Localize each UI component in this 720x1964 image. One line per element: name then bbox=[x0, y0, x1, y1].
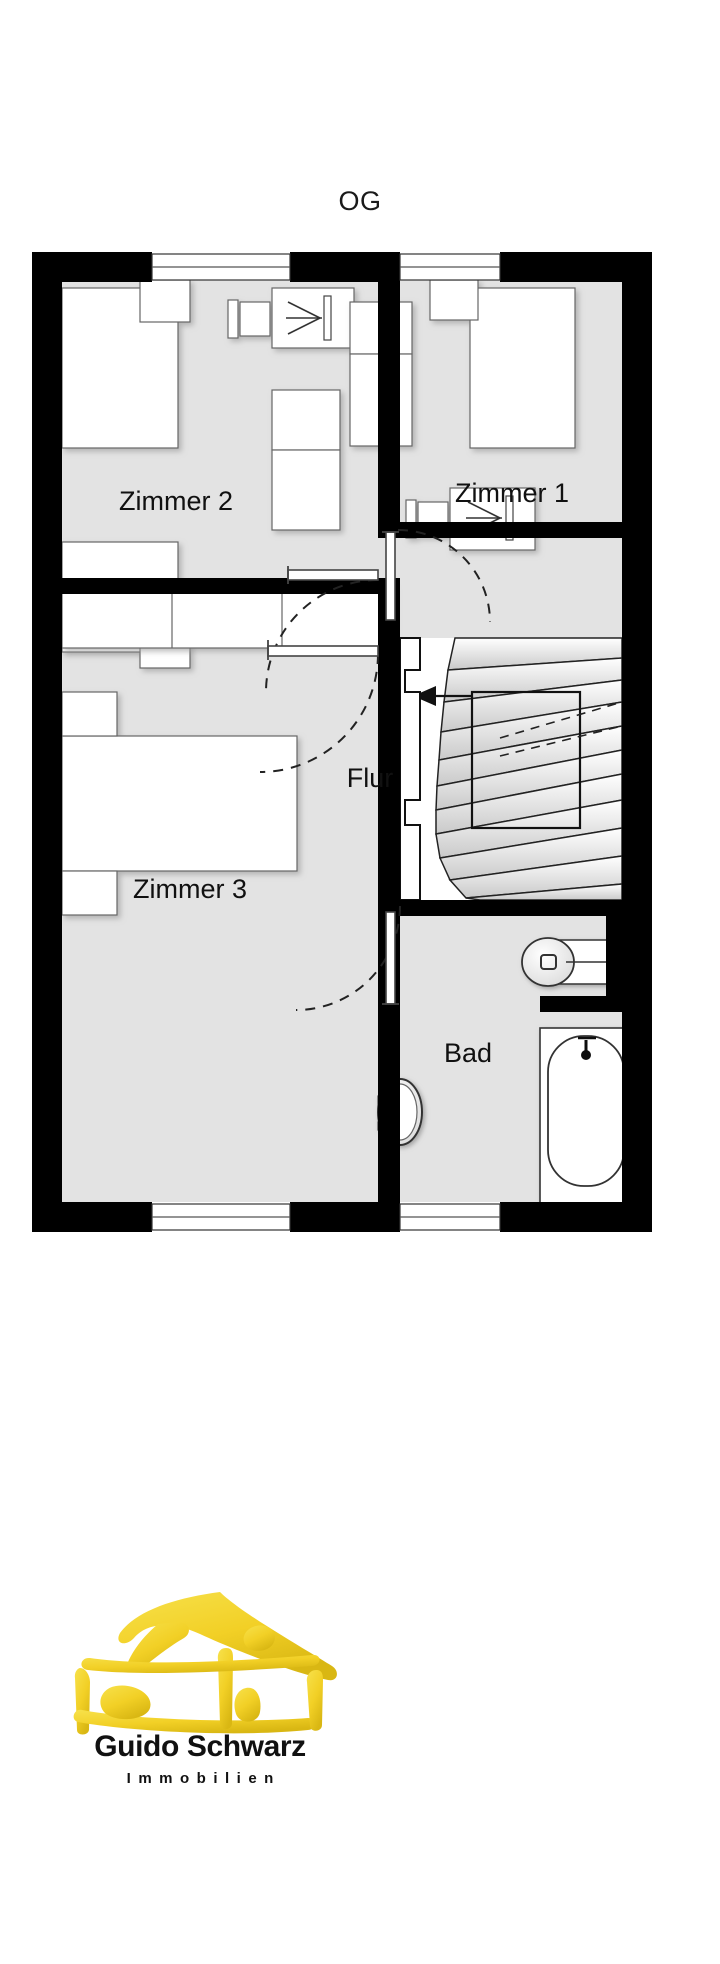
window-bottom-left bbox=[151, 1203, 291, 1231]
logo-tagline: Immobilien bbox=[126, 1770, 281, 1787]
wardrobe-zimmer3 bbox=[61, 585, 393, 649]
stair-direction-arrow bbox=[413, 686, 472, 706]
company-logo: Guido Schwarz Immobilien bbox=[50, 1590, 350, 1810]
wardrobe-zimmer2 bbox=[271, 389, 341, 451]
bathtub bbox=[539, 1027, 633, 1211]
door-zimmer1 bbox=[382, 529, 491, 623]
doors bbox=[259, 529, 491, 1011]
desk-zimmer1 bbox=[449, 487, 536, 551]
room-label-zimmer1: Zimmer 1 bbox=[455, 478, 569, 508]
wall-wc-niche bbox=[606, 900, 622, 1010]
wall-horizontal-bad bbox=[400, 900, 622, 916]
door-zimmer3 bbox=[259, 640, 379, 773]
nightstand-zimmer3-lower bbox=[61, 870, 118, 916]
door-zimmer2 bbox=[265, 566, 379, 693]
nightstand-zimmer2-upper bbox=[139, 279, 191, 323]
wall-vertical-upper bbox=[378, 252, 400, 538]
wall-vertical-lower bbox=[378, 578, 400, 1232]
room-labels: Zimmer 2 Zimmer 1 Flur Zimmer 3 Bad bbox=[119, 478, 569, 1068]
wall-wc-niche-bottom bbox=[540, 996, 622, 1012]
logo-company-name: Guido Schwarz bbox=[94, 1730, 306, 1763]
wall-horizontal-zimmer2 bbox=[62, 578, 400, 594]
window-top-right bbox=[399, 253, 501, 281]
staircase bbox=[399, 637, 623, 901]
window-top-left bbox=[151, 253, 291, 281]
nightstand-zimmer3-upper bbox=[61, 691, 118, 737]
nightstand-zimmer1 bbox=[429, 279, 479, 321]
bed-zimmer1 bbox=[469, 287, 576, 449]
furniture-zimmer-3 bbox=[61, 585, 393, 916]
wall-top-left-stub bbox=[32, 252, 152, 282]
furniture-zimmer-1 bbox=[349, 279, 576, 551]
room-label-zimmer3: Zimmer 3 bbox=[133, 874, 247, 904]
wall-horizontal-zimmer1 bbox=[400, 522, 622, 538]
toilet bbox=[521, 937, 619, 987]
wall-left bbox=[32, 252, 62, 1232]
house-icon bbox=[73, 1592, 337, 1735]
wall-right bbox=[622, 252, 652, 1232]
door-bad bbox=[295, 905, 401, 1011]
windows bbox=[151, 253, 501, 1231]
walls bbox=[32, 252, 652, 1232]
bed-zimmer3 bbox=[61, 735, 298, 872]
wall-top-right-stub bbox=[500, 252, 652, 282]
room-label-zimmer2: Zimmer 2 bbox=[119, 486, 233, 516]
room-label-flur: Flur bbox=[347, 763, 394, 793]
room-label-bad: Bad bbox=[444, 1038, 492, 1068]
wall-bottom-left-stub bbox=[32, 1202, 152, 1232]
page-title: OG bbox=[338, 186, 382, 216]
floor-plan-drawing: Zimmer 2 Zimmer 1 Flur Zimmer 3 Bad bbox=[32, 252, 652, 1232]
window-bottom-right bbox=[399, 1203, 501, 1231]
shelf-zimmer2 bbox=[271, 449, 341, 531]
wall-bottom-right-stub bbox=[500, 1202, 652, 1232]
desk-detail-zimmer2 bbox=[286, 295, 332, 341]
chair-zimmer2 bbox=[239, 301, 271, 337]
